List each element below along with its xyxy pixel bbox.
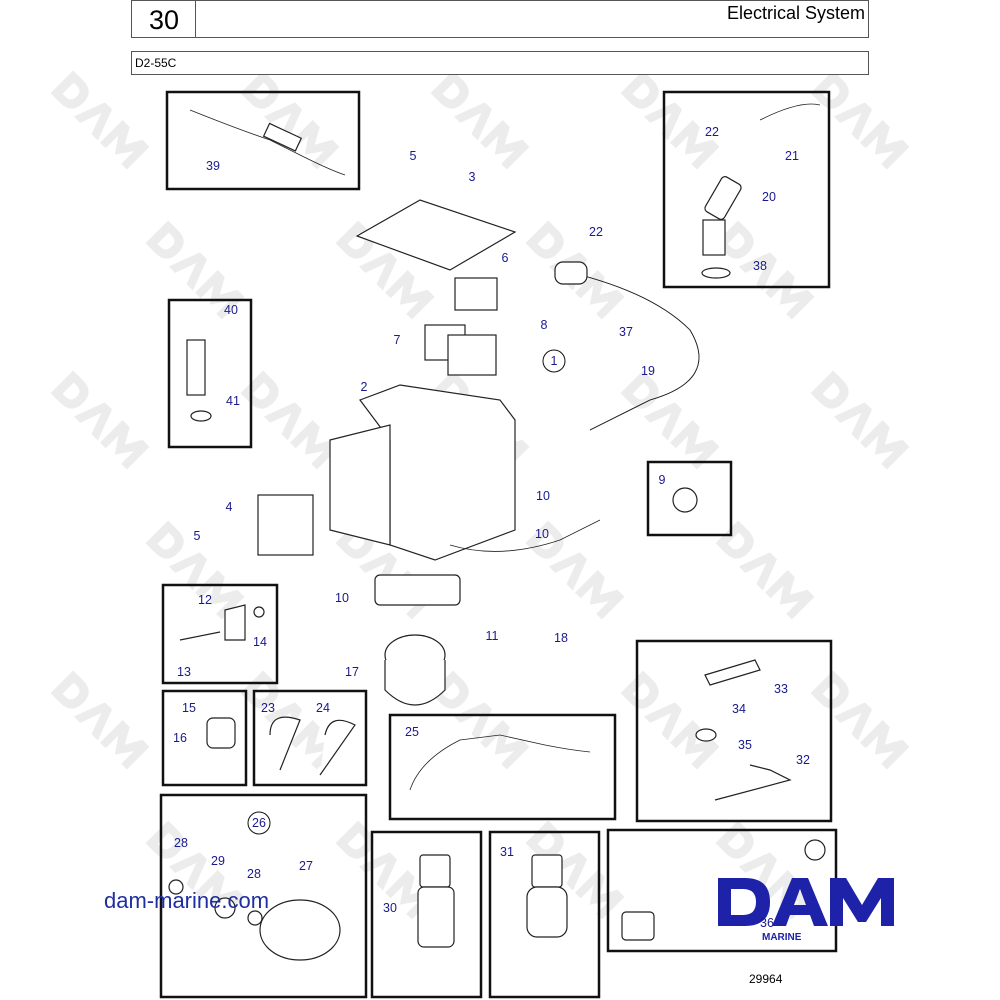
callout-23: 23	[261, 701, 275, 715]
callout-7: 7	[394, 333, 401, 347]
watermark-site: dam-marine.com	[104, 888, 270, 913]
callout-29: 29	[211, 854, 225, 868]
section-number: 30	[131, 0, 197, 38]
callout-30: 30	[383, 901, 397, 915]
callout-10: 10	[536, 489, 550, 503]
detail-frames	[159, 90, 838, 999]
watermark-mark	[620, 70, 720, 170]
callout-39: 39	[206, 159, 220, 173]
callout-36: 36	[760, 916, 774, 930]
watermark-mark	[810, 370, 910, 470]
watermark-mark	[810, 70, 910, 170]
callout-6: 6	[502, 251, 509, 265]
callout-37: 37	[619, 325, 633, 339]
callout-26: 26	[252, 816, 266, 830]
callout-28: 28	[174, 836, 188, 850]
watermark-mark	[525, 520, 625, 620]
watermark-mark	[715, 520, 815, 620]
callout-circle	[542, 349, 566, 373]
callout-27: 27	[299, 859, 313, 873]
callout-15: 15	[182, 701, 196, 715]
watermark-mark	[715, 220, 815, 320]
callout-40: 40	[224, 303, 238, 317]
watermark-mark	[335, 220, 435, 320]
callout-18: 18	[554, 631, 568, 645]
page-title: Electrical System	[726, 3, 865, 23]
watermark-mark	[620, 370, 720, 470]
watermark-mark	[430, 70, 530, 170]
watermark-mark	[50, 370, 150, 470]
figure-reference: 29964	[749, 972, 783, 986]
watermark-mark	[145, 520, 245, 620]
callout-12: 12	[198, 593, 212, 607]
callout-33: 33	[774, 682, 788, 696]
callout-19: 19	[641, 364, 655, 378]
callout-9: 9	[659, 473, 666, 487]
callout-5: 5	[194, 529, 201, 543]
callout-35: 35	[738, 738, 752, 752]
callout-41: 41	[226, 394, 240, 408]
callout-3: 3	[469, 170, 476, 184]
callout-32: 32	[796, 753, 810, 767]
callout-22: 22	[705, 125, 719, 139]
callout-38: 38	[753, 259, 767, 273]
callout-34: 34	[732, 702, 746, 716]
watermark-mark	[240, 370, 340, 470]
callout-10: 10	[535, 527, 549, 541]
callout-25: 25	[405, 725, 419, 739]
callout-11: 11	[486, 629, 499, 643]
callout-13: 13	[177, 665, 191, 679]
callout-28: 28	[247, 867, 261, 881]
dam-logo-sub: MARINE	[762, 932, 802, 943]
callout-1: 1	[551, 354, 558, 368]
model-box: D2-55C	[131, 51, 869, 75]
watermark-mark	[240, 70, 340, 170]
watermark-mark	[145, 820, 245, 920]
watermark-mark	[810, 670, 910, 770]
callout-22: 22	[589, 225, 603, 239]
callout-10: 10	[335, 591, 349, 605]
callout-circle	[247, 811, 271, 835]
title-box: Electrical System	[195, 0, 869, 38]
callout-4: 4	[226, 500, 233, 514]
parts-drawing	[168, 103, 826, 961]
callout-2: 2	[361, 380, 368, 394]
callout-5: 5	[410, 149, 417, 163]
callout-20: 20	[762, 190, 776, 204]
watermark-mark	[145, 220, 245, 320]
watermark-mark	[620, 670, 720, 770]
callout-21: 21	[785, 149, 799, 163]
callout-14: 14	[253, 635, 267, 649]
callout-31: 31	[500, 845, 514, 859]
dam-logo	[718, 878, 894, 926]
callout-8: 8	[541, 318, 548, 332]
callout-16: 16	[173, 731, 187, 745]
model-name: D2-55C	[135, 56, 177, 70]
callout-17: 17	[345, 665, 359, 679]
callout-24: 24	[316, 701, 330, 715]
